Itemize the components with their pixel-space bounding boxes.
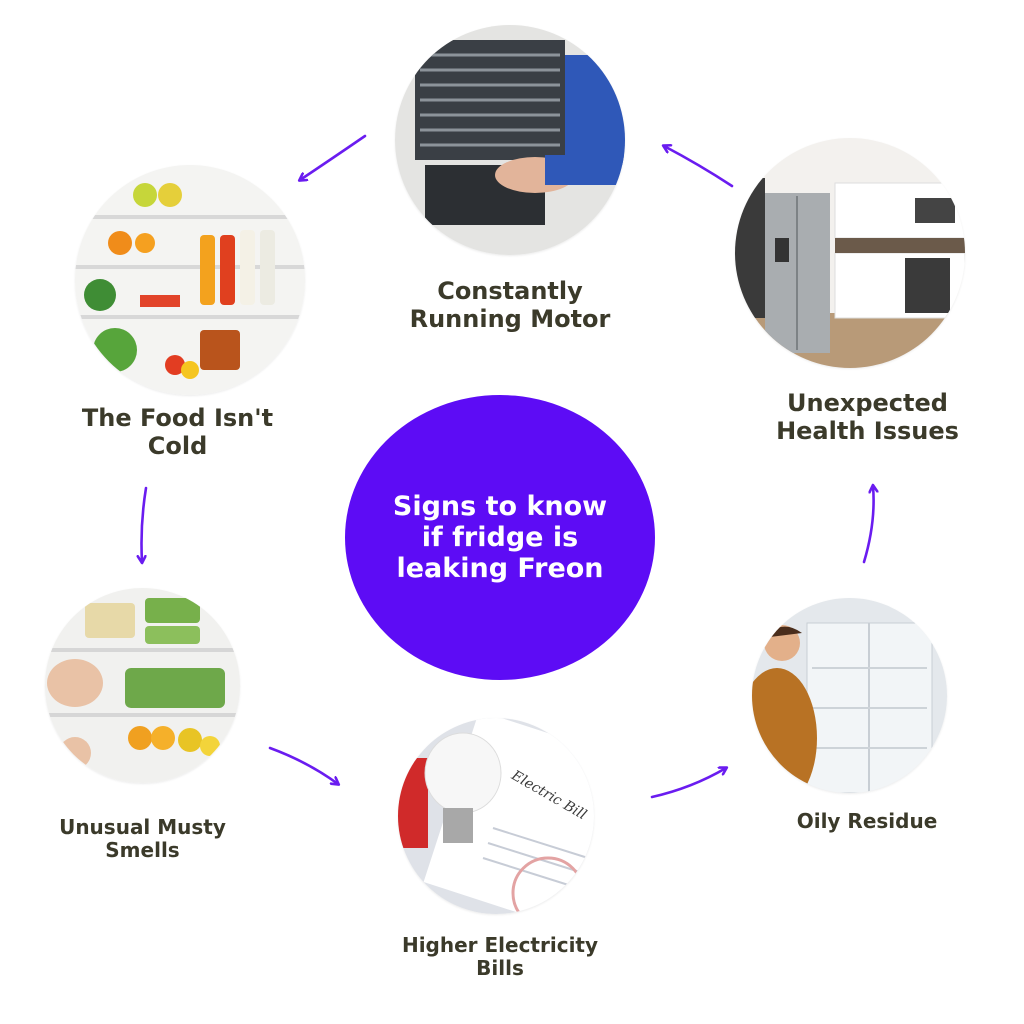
label-health-line2: Health Issues (776, 416, 959, 445)
electric-bill-bulb-photo: Electric Bill (398, 718, 594, 914)
center-circle: Signs to know if fridge is leaking Freon (345, 395, 655, 680)
label-food-line1: The Food Isn't (81, 404, 274, 432)
arrow-residue-to-health (862, 486, 874, 564)
label-health: Unexpected Health Issues (745, 389, 990, 446)
arrow-food-to-smells (142, 486, 148, 562)
label-bills: Higher Electricity Bills (370, 933, 630, 981)
label-residue: Oily Residue (752, 809, 982, 833)
center-title: Signs to know if fridge is leaking Freon (392, 490, 608, 585)
label-bills-line2: Bills (476, 956, 524, 981)
fridge-coil-repair-photo (395, 25, 625, 255)
label-smells-line1: Unusual Musty (59, 815, 226, 839)
fridge-vegetables-photo (45, 588, 240, 783)
kitchen-steel-fridge-photo (735, 138, 965, 368)
arrow-health-to-motor (664, 146, 734, 188)
label-motor: Constantly Running Motor (380, 277, 640, 334)
label-smells: Unusual Musty Smells (20, 815, 265, 863)
label-food-line2: Cold (147, 431, 208, 460)
arrow-bills-to-residue (650, 768, 726, 799)
arrow-motor-to-food (300, 134, 367, 180)
label-bills-line1: Higher Electricity (401, 933, 599, 957)
label-motor-line1: Constantly (437, 277, 583, 305)
empty-fridge-woman-photo (752, 598, 947, 793)
label-residue-line1: Oily Residue (796, 809, 938, 833)
label-motor-line2: Running Motor (409, 304, 611, 333)
open-fridge-food-photo (75, 165, 305, 395)
label-smells-line2: Smells (105, 838, 180, 863)
arrow-smells-to-bills (268, 746, 338, 784)
label-health-line1: Unexpected (787, 389, 948, 417)
label-food: The Food Isn't Cold (50, 404, 305, 461)
